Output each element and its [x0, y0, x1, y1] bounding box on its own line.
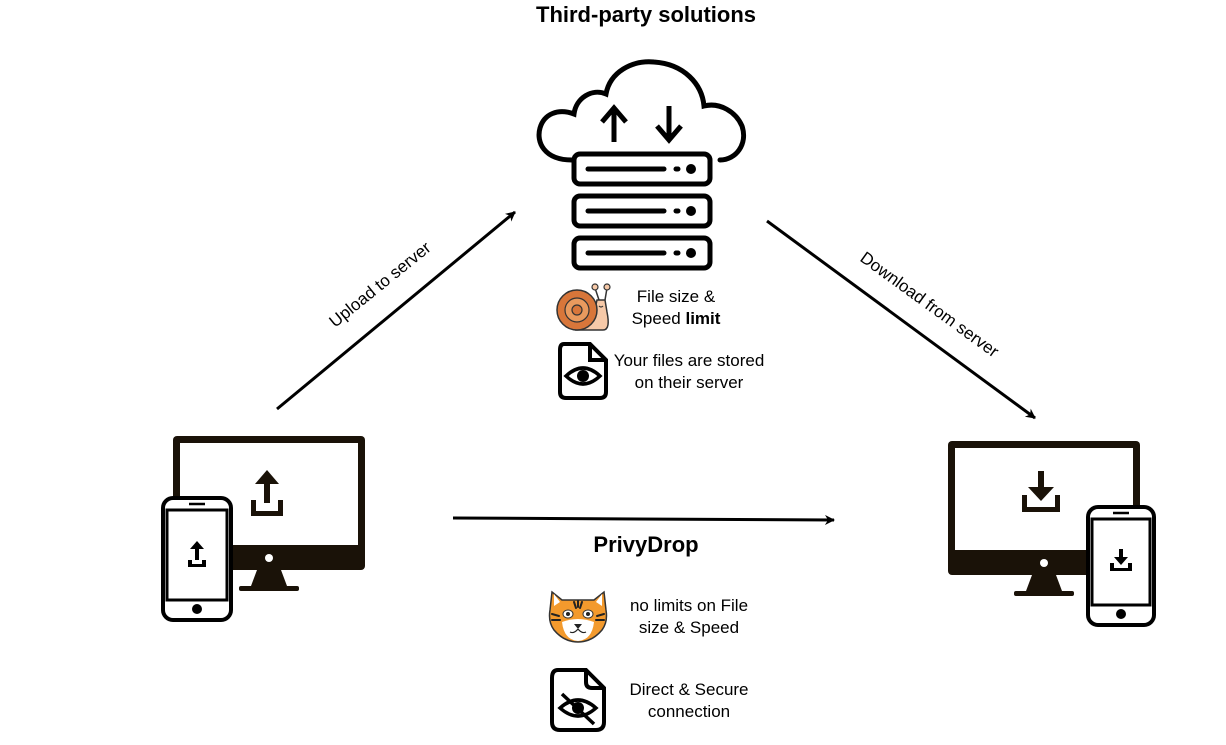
desktop-phone-download-icon: [948, 441, 1156, 627]
secure-line-1: Direct & Secure: [629, 680, 749, 699]
snail-icon: [556, 283, 611, 331]
files-stored-note: Your files are stored on their server: [604, 350, 774, 394]
limit-line-1: File size &: [636, 287, 716, 306]
stored-line-1: Your files are stored: [613, 351, 765, 370]
stored-line-2: on their server: [634, 373, 744, 392]
third-party-title: Third-party solutions: [536, 2, 756, 27]
limit-line-2-bold: limit: [685, 309, 721, 328]
file-size-speed-limit-note: File size & Speed limit: [616, 286, 736, 330]
download-arrow: [766, 219, 1036, 420]
direct-arrow: [452, 514, 835, 525]
desktop-phone-upload-icon: [161, 436, 365, 622]
tiger-icon: [548, 590, 608, 643]
upload-arrow: [276, 210, 516, 411]
limit-line-2: Speed limit: [616, 308, 736, 330]
limit-line-2-prefix: Speed: [631, 309, 686, 328]
nolimit-line-1: no limits on File: [629, 596, 749, 615]
file-eye-slash-icon: [550, 668, 606, 732]
cloud-server-icon: [536, 59, 746, 271]
secure-line-2: connection: [647, 702, 731, 721]
privydrop-title: PrivyDrop: [593, 532, 699, 557]
no-limits-note: no limits on File size & Speed: [614, 595, 764, 639]
direct-secure-note: Direct & Secure connection: [612, 679, 766, 723]
nolimit-line-2: size & Speed: [638, 618, 740, 637]
file-eye-icon: [558, 342, 608, 400]
